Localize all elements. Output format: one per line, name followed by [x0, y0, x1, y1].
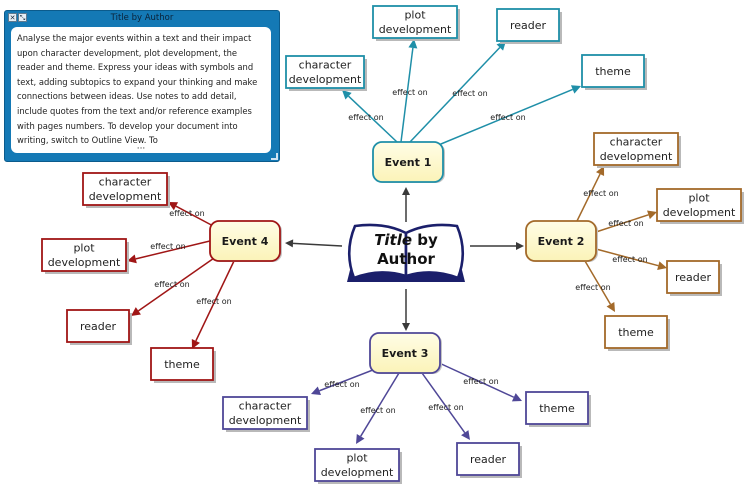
event-2-reader-node[interactable]: reader [666, 260, 722, 296]
event-4-reader-node-label: reader [80, 320, 117, 333]
event-2-node-label: Event 2 [538, 235, 585, 248]
event-1-character-development-link-label: effect on [348, 113, 383, 122]
note-text: Analyse the major events within a text a… [17, 33, 258, 146]
event-3-character-development-link-label: effect on [324, 380, 359, 389]
event-3-node-label: Event 3 [382, 347, 429, 360]
event-3-node[interactable]: Event 3 [369, 332, 442, 374]
event-4-character-development-node-label: development [89, 190, 162, 203]
event-3-character-development-node-label: character [239, 400, 292, 413]
center-to-event-2-arrow [470, 242, 524, 250]
event-3-reader-arrow [421, 372, 470, 440]
event-4-character-development-node-label: character [99, 176, 152, 189]
event-2-reader-node-label: reader [675, 271, 712, 284]
event-1-reader-node-label: reader [510, 19, 547, 32]
event-3-theme-node-label: theme [539, 402, 575, 415]
event-4-node-label: Event 4 [222, 235, 269, 248]
notes-window[interactable]: ✕ ⤡ Title by Author Analyse the major ev… [4, 10, 280, 162]
event-4-plot-development-arrow [127, 239, 215, 264]
central-topic-label: Author [377, 250, 435, 268]
event-1-plot-development-node-label: development [379, 23, 452, 36]
event-4-plot-development-node-label: plot [73, 242, 95, 255]
event-1-theme-arrow [423, 85, 581, 152]
event-1-character-development-node-label: development [289, 73, 362, 86]
event-4-reader-node[interactable]: reader [66, 309, 132, 345]
event-2-theme-arrow [584, 260, 615, 312]
central-topic-label: Title by [374, 231, 438, 249]
event-3-plot-development-arrow [356, 372, 400, 444]
event-1-plot-development-node-label: plot [404, 9, 426, 22]
event-3-reader-node[interactable]: reader [456, 442, 522, 478]
event-3-plot-development-node-label: development [321, 466, 394, 479]
close-note-icon[interactable]: ✕ [8, 13, 17, 22]
event-1-plot-development-arrow [400, 39, 418, 143]
event-2-node[interactable]: Event 2 [525, 220, 598, 262]
event-2-theme-link-label: effect on [575, 283, 610, 292]
event-3-character-development-node-label: development [229, 414, 302, 427]
event-1-node-label: Event 1 [385, 156, 432, 169]
center-to-event-3-arrow [402, 289, 410, 331]
event-2-character-development-node-label: character [610, 136, 663, 149]
note-title: Title by Author [110, 13, 174, 23]
event-3-theme-node[interactable]: theme [525, 391, 591, 427]
event-2-reader-arrow [595, 248, 667, 271]
event-4-reader-arrow [131, 255, 218, 316]
event-3-theme-arrow [436, 361, 522, 402]
event-4-theme-link-label: effect on [196, 297, 231, 306]
event-3-theme-link-label: effect on [463, 377, 498, 386]
event-3-plot-development-node-label: plot [346, 452, 368, 465]
event-4-character-development-link-label: effect on [169, 209, 204, 218]
event-4-theme-arrow [191, 260, 235, 349]
event-1-theme-node[interactable]: theme [581, 54, 647, 90]
event-1-reader-link-label: effect on [452, 89, 487, 98]
center-to-event-1-arrow [402, 187, 410, 222]
event-4-plot-development-link-label: effect on [150, 242, 185, 251]
event-3-character-development-arrow [311, 367, 379, 395]
event-1-reader-node[interactable]: reader [496, 8, 562, 44]
event-2-plot-development-node-label: development [663, 206, 736, 219]
center-to-event-4-arrow [285, 239, 343, 248]
event-3-reader-node-label: reader [470, 453, 507, 466]
event-1-theme-node-label: theme [595, 65, 631, 78]
event-2-character-development-node-label: development [600, 150, 673, 163]
event-1-character-development-arrow [342, 90, 398, 143]
event-2-character-development-arrow [576, 166, 605, 222]
event-2-character-development-link-label: effect on [583, 189, 618, 198]
event-4-node[interactable]: Event 4 [209, 220, 282, 262]
note-window-controls: ✕ ⤡ [8, 13, 27, 22]
event-2-theme-node[interactable]: theme [604, 315, 670, 351]
event-4-theme-node[interactable]: theme [150, 347, 216, 383]
event-3-plot-development-link-label: effect on [360, 406, 395, 415]
event-2-plot-development-node-label: plot [688, 192, 710, 205]
event-1-plot-development-link-label: effect on [392, 88, 427, 97]
event-4-character-development-arrow [168, 202, 218, 229]
event-1-character-development-node-label: character [299, 59, 352, 72]
event-4-theme-node-label: theme [164, 358, 200, 371]
resize-grip-icon[interactable] [271, 153, 278, 160]
event-2-theme-node-label: theme [618, 326, 654, 339]
event-1-theme-link-label: effect on [490, 113, 525, 122]
event-2-plot-development-link-label: effect on [608, 219, 643, 228]
event-1-node[interactable]: Event 1 [372, 141, 445, 183]
resize-note-icon[interactable]: ⤡ [18, 13, 27, 22]
note-body[interactable]: Analyse the major events within a text a… [11, 27, 271, 153]
event-4-reader-link-label: effect on [154, 280, 189, 289]
event-4-plot-development-node-label: development [48, 256, 121, 269]
event-3-reader-link-label: effect on [428, 403, 463, 412]
event-2-reader-link-label: effect on [612, 255, 647, 264]
event-2-plot-development-arrow [595, 210, 657, 233]
note-more-icon: ··· [136, 144, 146, 154]
